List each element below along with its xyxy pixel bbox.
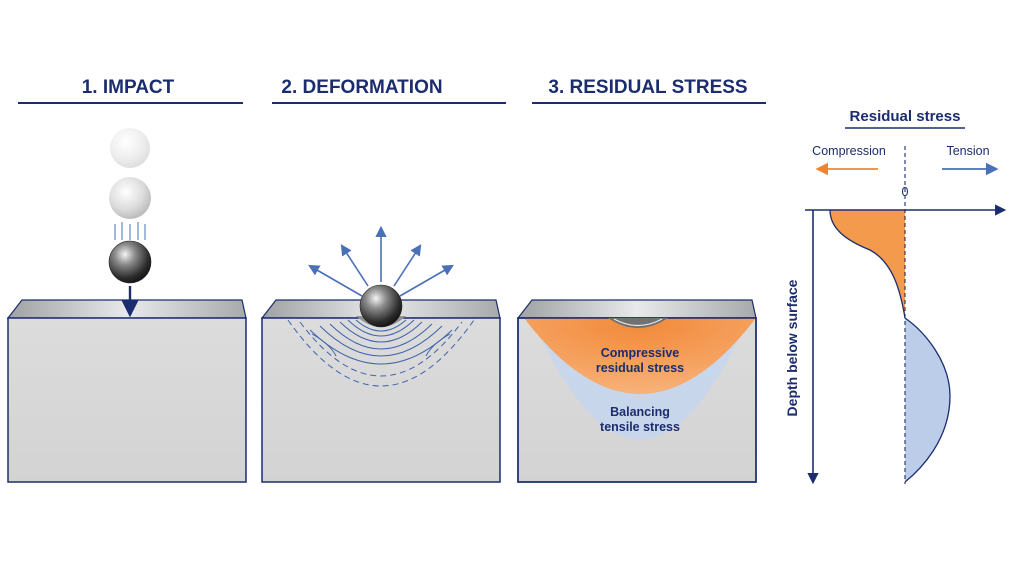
dimple — [608, 318, 668, 328]
panel-2-title: 2. DEFORMATION — [281, 77, 442, 98]
panel-2-header: 2. DEFORMATION — [272, 77, 506, 104]
shot-ball — [359, 284, 403, 328]
residual-stress-panel: Compressive residual stress Balancing te… — [516, 299, 757, 483]
depth-axis-label: Depth below surface — [784, 279, 800, 416]
compressive-label-line1: Compressive — [601, 346, 680, 360]
ghost-ball-middle — [109, 177, 151, 219]
compressive-zone — [524, 318, 756, 394]
panel-3-title: 3. RESIDUAL STRESS — [548, 77, 747, 98]
tension-label: Tension — [946, 144, 989, 158]
residual-stress-profile-chart: Residual stress Compression Tension 0 De… — [784, 108, 1007, 485]
impact-panel — [6, 128, 247, 483]
chart-title: Residual stress — [850, 108, 961, 125]
panel-3-header: 3. RESIDUAL STRESS — [532, 77, 766, 104]
stress-profile-curve — [829, 209, 951, 483]
material-block — [261, 317, 501, 483]
motion-lines — [114, 222, 146, 240]
deformation-panel — [260, 225, 501, 483]
tensile-label-line2: tensile stress — [600, 420, 680, 434]
panel-1-header: 1. IMPACT — [18, 77, 243, 104]
ghost-ball-top — [110, 128, 150, 168]
tensile-label-line1: Balancing — [610, 405, 670, 419]
compression-area — [830, 210, 905, 318]
block-top-surface — [6, 299, 247, 319]
material-block — [7, 317, 247, 483]
tension-area — [905, 318, 950, 482]
radial-stress-arrows — [308, 225, 454, 297]
shot-ball — [108, 240, 152, 284]
compressive-label-line2: residual stress — [596, 361, 684, 375]
panel-1-title: 1. IMPACT — [82, 77, 175, 98]
block-top-surface — [516, 299, 757, 319]
compression-label: Compression — [812, 144, 886, 158]
